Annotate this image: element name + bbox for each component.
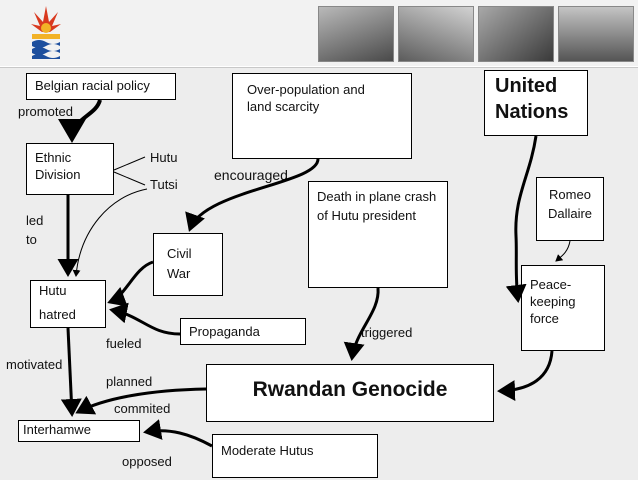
node-peacekeeping-force: Peace- keeping force [521,265,605,351]
student-photo-4 [558,6,634,62]
label-hutu: Hutu [150,150,178,165]
node-rwandan-genocide: Rwandan Genocide [206,364,494,422]
arrow-tutsi-to-hutu-hatred [72,188,148,277]
node-belgian-racial-policy: Belgian racial policy [26,73,176,100]
label-motivated: motivated [6,357,63,372]
arrow-crash-to-genocide [343,287,380,361]
label-triggered: triggered [361,325,413,340]
header-banner [0,0,638,66]
arrow-hutu-hatred-to-interhamwe [60,327,82,417]
label-commited: commited [114,401,171,416]
line-ethnic-to-tutsi [113,171,146,186]
student-photo-3 [478,6,554,62]
label-opposed: opposed [122,454,172,469]
node-romeo-dallaire: Romeo Dallaire [536,177,604,241]
node-death-plane-crash: Death in plane crash of Hutu president [308,181,448,288]
arrow-romeo-to-peacekeeping [555,240,571,262]
student-photo-1 [318,6,394,62]
label-led-to: led to [26,213,44,247]
school-logo-icon [31,6,61,59]
arrow-overpop-to-civil-war [185,158,320,232]
label-planned: planned [106,374,153,389]
node-over-population: Over-population and land scarcity [232,73,412,159]
label-promoted: promoted [18,104,73,119]
node-propaganda: Propaganda [180,318,306,345]
node-moderate-hutus: Moderate Hutus [212,434,378,478]
student-photo-2 [398,6,474,62]
arrow-genocide-to-interhamwe [75,387,207,415]
node-hutu-hatred: Hutu hatred [30,280,106,328]
label-fueled: fueled [106,336,142,351]
arrow-peacekeeping-to-genocide [497,350,554,401]
arrow-moderate-to-interhamwe [143,419,213,448]
label-tutsi: Tutsi [150,177,178,192]
label-encouraged: encouraged [214,167,288,183]
arrow-propaganda-to-hutu-hatred [109,302,181,336]
arrow-un-to-peacekeeping [505,135,538,303]
node-ethnic-division: Ethnic Division [26,143,114,195]
arrow-civil-war-to-hutu-hatred [107,260,154,307]
node-united-nations: United Nations [484,70,588,136]
arrow-belgian-to-ethnic [58,99,102,143]
node-civil-war: Civil War [153,233,223,296]
node-interhamwe: Interhamwe [18,420,140,442]
line-ethnic-to-hutu [113,156,146,171]
